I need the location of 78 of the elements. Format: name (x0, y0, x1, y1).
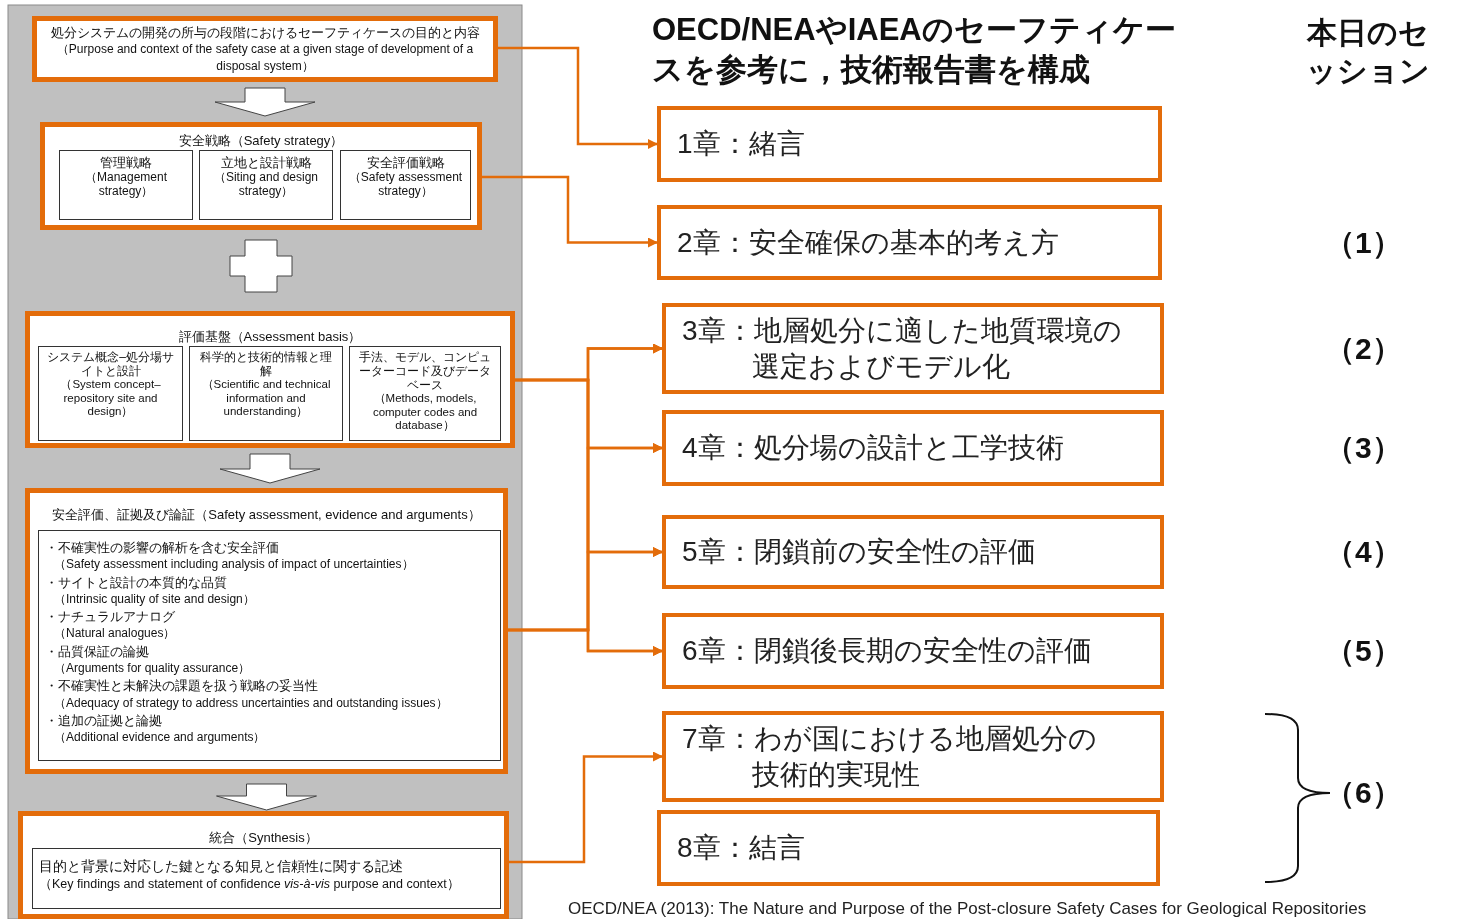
chapter-title: 8章：結言 (676, 831, 806, 865)
strategy-box (199, 150, 333, 220)
list-box (38, 530, 501, 761)
chapter-title: 2章：安全確保の基本的考え方 (676, 225, 1060, 260)
japanese-text: ・ナチュラルアナログ (45, 608, 176, 626)
statement-box (32, 848, 501, 909)
chapter-title: 6章：閉鎖後長期の安全性の評価 (681, 634, 1093, 668)
stage-box (32, 16, 498, 82)
chapter-box (662, 613, 1164, 689)
japanese-text: システム概念–処分場サイトと設計 (46, 350, 175, 378)
box-heading: 安全評価、証拠及び論証（Safety assessment, evidence and arguments） (51, 506, 482, 523)
session-number: （4） (1325, 534, 1402, 570)
english-text: （Safety assessment strategy） (347, 170, 464, 198)
chapter-box (662, 303, 1164, 394)
connector-arrow (509, 751, 663, 864)
session-number: （1） (1325, 225, 1402, 261)
chapter-title: 4章：処分場の設計と工学技術 (681, 431, 1065, 465)
title: OECD/NEAやIAEAのセーフティケースを参考に，技術報告書を構成 (652, 11, 1177, 89)
session-number: （5） (1325, 633, 1402, 669)
japanese-text: 安全評価戦略 (365, 155, 446, 170)
english-text: （Siting and design strategy） (212, 170, 320, 198)
connector-arrow (482, 175, 658, 248)
stage-box (40, 122, 482, 230)
english-text: （Natural analogues） (53, 625, 177, 643)
english-text: （Scientific and technical information and understanding） (200, 378, 332, 419)
english-text: （Safety assessment including analysis of impact of uncertainties） (53, 556, 415, 574)
stage-box (18, 811, 509, 919)
japanese-text: ・不確実性と未解決の課題を扱う戦略の妥当性 (45, 677, 319, 695)
english-text: （Intrinsic quality of site and design） (53, 590, 256, 608)
japanese-text: 立地と設計戦略 (219, 155, 313, 170)
strategy-box (340, 150, 471, 220)
english-text: （System concept–repository site and design） (59, 378, 162, 419)
cross-connector (229, 239, 293, 293)
chapter-box (662, 410, 1164, 486)
connector-arrow (508, 628, 663, 656)
stage-box (25, 488, 508, 774)
session-number: （2） (1325, 331, 1402, 367)
english-text: （Purpose and context of the safety case at a given stage of development of a disposal system） (55, 41, 475, 75)
chapter-box (657, 205, 1162, 280)
session-number: （6） (1325, 775, 1402, 811)
japanese-text: 処分システムの開発の所与の段階におけるセーフティケースの目的と内容 (49, 24, 481, 41)
strategy-box (59, 150, 193, 220)
chapter-title: 7章：わが国における地層処分の技術的実現性 (681, 721, 1098, 792)
column-heading: 本日のセッション (1305, 15, 1431, 89)
english-text: （Methods, models, computer codes and database） (371, 392, 479, 433)
japanese-text: ・品質保証の論拠 (45, 642, 150, 661)
japanese-text: 科学的と技術的情報と理解 (199, 350, 333, 378)
chapter-box (662, 711, 1164, 802)
block-arrow (219, 453, 321, 484)
japanese-text: ・サイトと設計の本質的な品質 (45, 573, 228, 591)
japanese-text: ・追加の証拠と論拠 (45, 711, 163, 730)
english-text: （Adequacy of strategy to address uncertainties and outstanding issues） (53, 694, 449, 712)
box-heading: 安全戦略（Safety strategy） (177, 132, 345, 149)
chapter-title: 5章：閉鎖前の安全性の評価 (681, 535, 1037, 569)
english-text: （Additional evidence and arguments） (53, 729, 267, 747)
japanese-text: ・不確実性の影響の解析を含む安全評価 (45, 539, 280, 557)
english-text: （Management strategy） (83, 170, 168, 198)
japanese-text: 手法、モデル、コンピューターコード及びデータベース (358, 350, 492, 392)
english-text: （Key findings and statement of confidence vis‐à‐vis purpose and context） (39, 876, 461, 893)
citation: OECD/NEA (2013): The Nature and Purpose of the Post-closure Safety Cases for Geological Repositories (568, 899, 1367, 919)
basis-box (189, 346, 343, 441)
chapter-title: 1章：緒言 (676, 127, 806, 161)
block-arrow (214, 87, 316, 117)
chapter-box (662, 515, 1164, 589)
box-heading: 統合（Synthesis） (208, 829, 319, 846)
connector-arrow (498, 46, 658, 149)
stage-box (25, 311, 515, 448)
block-arrow (216, 783, 317, 811)
session-number: （3） (1325, 430, 1402, 466)
japanese-text: 管理戦略 (99, 155, 153, 170)
box-heading: 評価基盤（Assessment basis） (177, 328, 363, 345)
chapter-box (657, 106, 1162, 182)
chapter-title: 3章：地層処分に適した地質環境の選定およびモデル化 (681, 313, 1123, 384)
basis-box (349, 346, 501, 441)
chapter-box (657, 810, 1160, 886)
english-text: （Arguments for quality assurance） (53, 660, 252, 678)
basis-box (38, 346, 183, 441)
japanese-text: 目的と背景に対応した鍵となる知見と信頼性に関する記述 (39, 857, 404, 875)
